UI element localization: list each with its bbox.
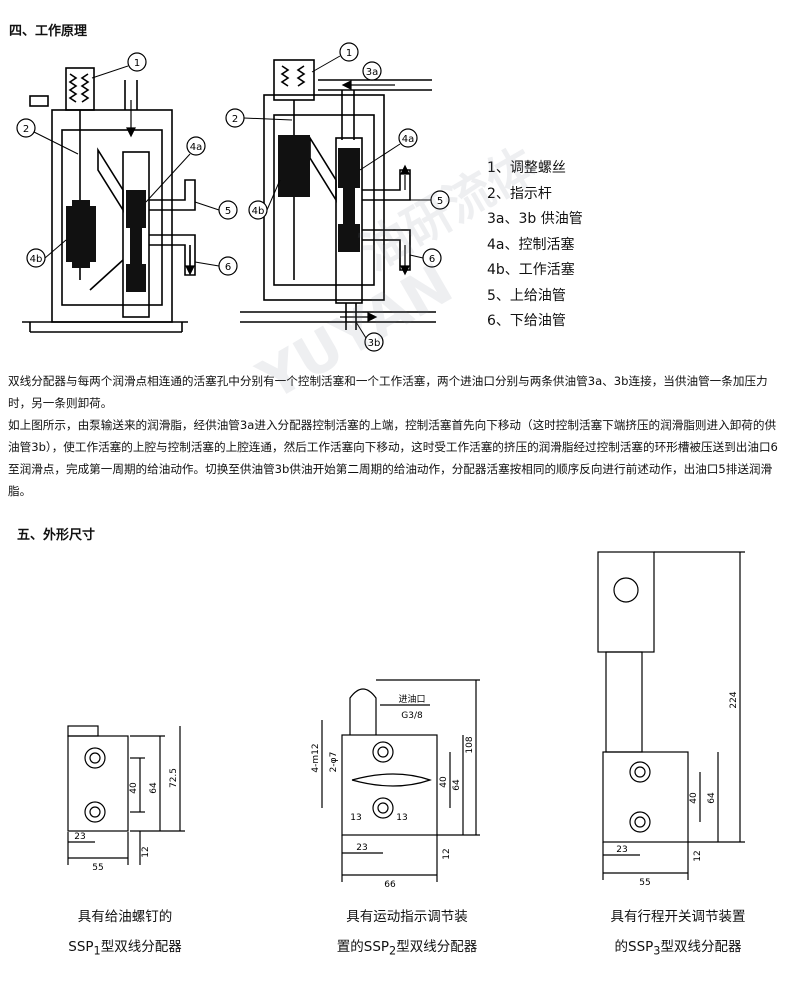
working-principle-diagram: 1 2 4a 5 6 4b 1 3a 2 4a 5 6 4b 3b: [16, 42, 450, 352]
caption-ssp3-line2: 的SSP3型双线分配器: [614, 939, 742, 958]
dim3-h224: 224: [729, 691, 739, 708]
label-4a-right: 4a: [402, 134, 415, 145]
caption-ssp2-line2: 置的SSP2型双线分配器: [336, 939, 478, 958]
dim1-h725: 72.5: [169, 768, 179, 788]
paragraph-1: 双线分配器与每两个润滑点相连通的活塞孔中分别有一个控制活塞和一个工作活塞，两个进…: [8, 374, 768, 410]
label-3b: 3b: [368, 338, 381, 349]
dim2-w13b: 13: [396, 813, 407, 823]
label-2-right: 2: [232, 114, 238, 125]
dim3-w23: 23: [616, 845, 627, 855]
dim2-w66: 66: [384, 880, 396, 890]
caption-ssp1: 具有给油螺钉的 SSP1型双线分配器: [40, 902, 210, 967]
dim2-h12: 12: [442, 848, 452, 859]
dim1-w23: 23: [74, 832, 85, 842]
dim3-h12: 12: [693, 850, 703, 861]
dim2-g: G3/8: [401, 711, 423, 721]
dim1-h12: 12: [141, 846, 151, 857]
dim2-h40: 40: [439, 776, 449, 788]
dim3-h64: 64: [707, 792, 717, 804]
legend-list: 1、调整螺丝 2、指示杆 3a、3b 供油管 4a、控制活塞 4b、工作活塞 5…: [487, 156, 583, 335]
label-4a: 4a: [190, 142, 203, 153]
label-6-right: 6: [429, 254, 435, 265]
caption-ssp2: 具有运动指示调节装 置的SSP2型双线分配器: [312, 902, 502, 967]
paragraph-2: 如上图所示，由泵输送来的润滑脂，经供油管3a进入分配器控制活塞的上端，控制活塞首…: [8, 418, 778, 498]
dim1-h64: 64: [149, 782, 159, 794]
dim2-s27: 2-φ7: [329, 752, 339, 773]
caption-ssp3-line1: 具有行程开关调节装置: [610, 909, 746, 925]
dim2-h108: 108: [465, 736, 475, 753]
dim1-w55: 55: [92, 863, 103, 873]
dim2-h64: 64: [452, 779, 462, 791]
caption-ssp1-line2: SSP1型双线分配器: [68, 939, 182, 958]
label-1: 1: [134, 58, 140, 69]
dim2-inlet: 进油口: [398, 693, 425, 705]
caption-ssp2-line1: 具有运动指示调节装: [346, 909, 468, 925]
dim1-h40: 40: [129, 782, 139, 794]
dim2-w13a: 13: [350, 813, 361, 823]
caption-ssp1-line1: 具有给油螺钉的: [77, 909, 173, 925]
caption-ssp3: 具有行程开关调节装置 的SSP3型双线分配器: [578, 902, 778, 967]
label-5-right: 5: [437, 196, 443, 207]
label-6: 6: [225, 262, 231, 273]
label-4b-right: 4b: [252, 206, 265, 217]
section4-title: 四、工作原理: [9, 24, 88, 39]
legend-item: 4b、工作活塞: [487, 262, 575, 278]
dim2-m12: 4-m12: [311, 743, 321, 772]
legend-item: 3a、3b 供油管: [487, 211, 583, 227]
dimension-drawings: 23 55 40 64 72.5 12 进油口 G3/8 4-m12 2-φ7 …: [67, 551, 745, 890]
legend-item: 5、上给油管: [487, 287, 566, 304]
label-1-right: 1: [346, 48, 352, 59]
dim3-h40: 40: [689, 792, 699, 804]
label-2: 2: [23, 124, 29, 135]
legend-item: 6、下给油管: [487, 313, 566, 329]
label-5: 5: [225, 206, 231, 217]
label-3a: 3a: [366, 67, 379, 78]
legend-item: 2、指示杆: [487, 185, 552, 202]
legend-item: 1、调整螺丝: [487, 160, 566, 176]
dim3-w55: 55: [639, 878, 650, 888]
label-4b: 4b: [30, 254, 43, 265]
section5-title: 五、外形尺寸: [17, 528, 96, 543]
dim2-w23: 23: [356, 843, 367, 853]
legend-item: 4a、控制活塞: [487, 236, 575, 253]
